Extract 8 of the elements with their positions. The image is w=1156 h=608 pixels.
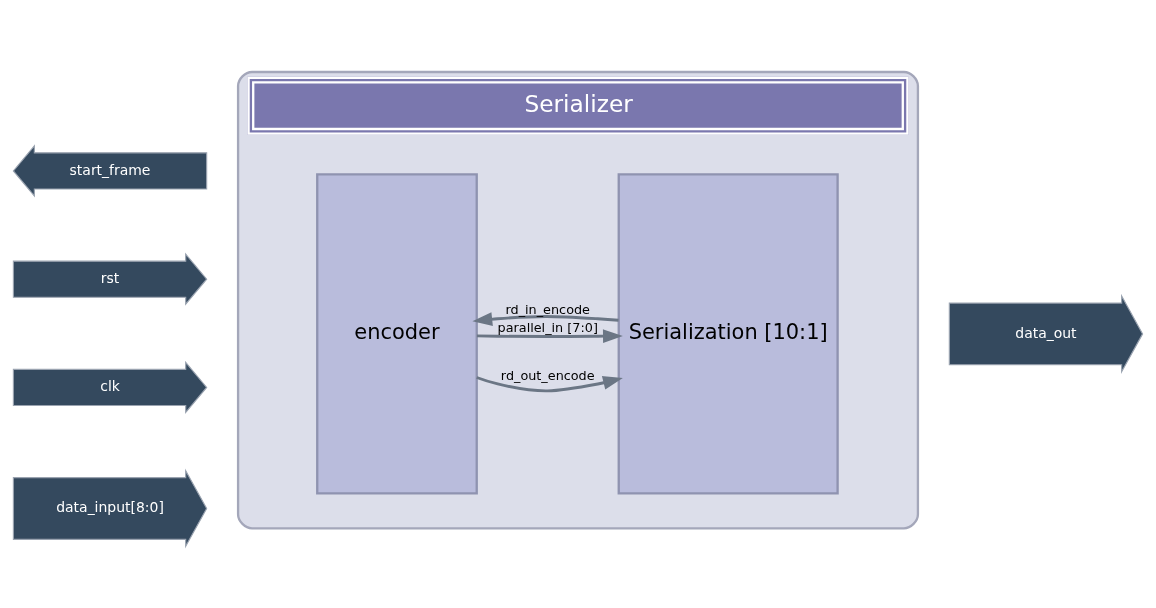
node-box: encoder [316,172,478,495]
edge-label: rd_in_encode [505,301,590,317]
arrow [476,328,623,343]
edge-label: rd_out_encode [500,367,595,383]
node-box: Serialization [10:1] [617,172,839,495]
arrow [476,375,623,392]
edge-label: parallel_in [7:0] [497,320,598,335]
arrow [472,311,619,326]
